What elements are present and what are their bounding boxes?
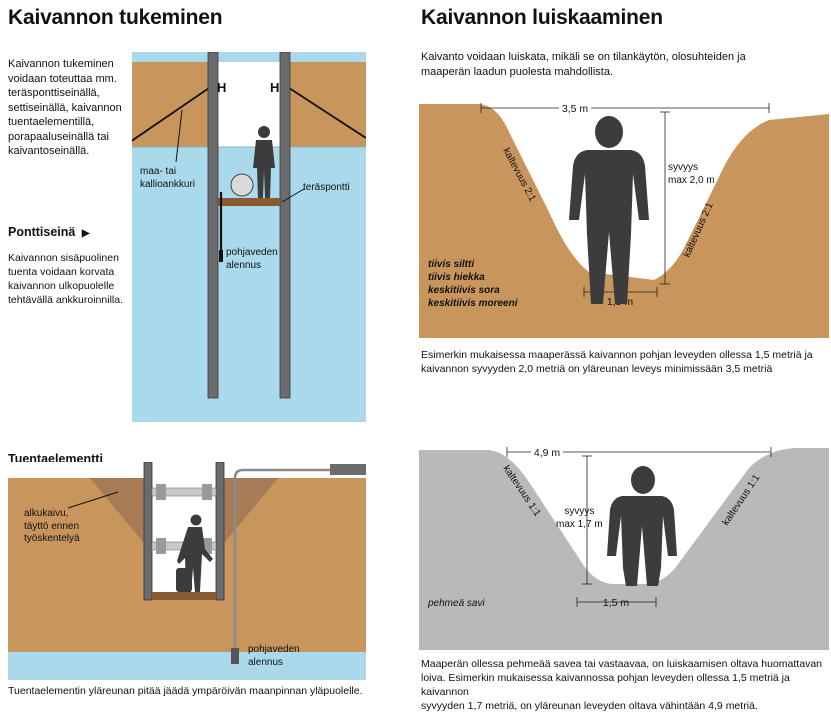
sheet-pile-label: teräspontti: [303, 182, 350, 193]
upper-strut: [151, 487, 217, 497]
cable-drum-icon: [230, 173, 254, 197]
pontti-line: kaivannon ulkopuolelle: [8, 280, 115, 292]
depth-label: syvyys max 1,7 m: [556, 506, 603, 531]
pontti-line: tehtävällä ankkuroinnilla.: [8, 294, 123, 306]
pre-excavation-left: [90, 478, 148, 548]
soil-type: keskitiivis moreeni: [428, 298, 518, 309]
left-anchor: [132, 85, 213, 142]
intro-line: settiseinällä, kaivannon: [8, 101, 122, 114]
right-caption-2: Maaperän ollessa pehmeää savea tai vasta…: [421, 657, 826, 713]
caption-line: syvyyden 1,7 metriä, on yläreunan leveyd…: [421, 700, 758, 712]
caption-line: loiva. Esimerkin mukaisessa kaivannossa …: [421, 672, 790, 698]
caption-line: kaivannon syvyyden 2,0 metriä on yläreun…: [421, 363, 773, 375]
sheet-pile-diagram: H H: [132, 52, 366, 422]
label-line: max 1,7 m: [556, 518, 603, 530]
top-width-label: 3,5 m: [562, 103, 589, 115]
pontti-text: Kaivannon sisäpuolinen tuenta voidaan ko…: [8, 251, 136, 307]
intro-line: Kaivannon tukeminen: [8, 58, 114, 70]
label-line: kallioankkuri: [140, 178, 196, 190]
soil-profile: [419, 104, 829, 338]
right-anchor: [285, 85, 366, 139]
left-caption: Tuentaelementin yläreunan pitää jäädä ym…: [8, 685, 363, 697]
left-panel: [143, 462, 153, 601]
label-line: max 2,0 m: [668, 174, 715, 186]
top-width-label: 4,9 m: [534, 447, 561, 459]
pontti-line: Kaivannon sisäpuolinen: [8, 252, 119, 264]
arrow-right-icon: ▶: [81, 228, 90, 239]
water-lowering-label: pohjaveden alennus: [226, 247, 278, 272]
label-line: syvyys: [564, 506, 595, 517]
depth-label: syvyys max 2,0 m: [668, 162, 715, 187]
anchor-label: maa- tai kallioankkuri: [140, 166, 195, 191]
label-line: syvyys: [668, 162, 698, 173]
label-line: työskentelyä: [24, 533, 80, 544]
soil-type: pehmeä savi: [428, 598, 485, 609]
h-mark-right: H: [270, 80, 279, 95]
water-lowering-label: pohjaveden alennus: [248, 644, 300, 669]
pontti-heading: Ponttiseinä ▶: [8, 225, 90, 239]
trench-bottom: [152, 592, 216, 600]
soil-type: tiivis siltti: [428, 259, 475, 270]
person-silhouette: [569, 116, 649, 304]
right-caption-1: Esimerkin mukaisessa maaperässä kaivanno…: [421, 348, 826, 376]
intro-line: maaperän laadun puolesta mahdollista.: [421, 65, 614, 78]
label-line: alkukaivu,: [24, 508, 69, 519]
label-line: maa- tai: [140, 166, 177, 177]
caption-line: Maaperän ollessa pehmeää savea tai vasta…: [421, 658, 822, 670]
left-sheet-pile: [207, 52, 219, 399]
bottom-width-label: 1,5 m: [603, 597, 630, 609]
worker-figure: [176, 514, 213, 592]
caption-line: Esimerkin mukaisessa maaperässä kaivanno…: [421, 349, 813, 361]
intro-line: voidaan toteuttaa mm.: [8, 72, 117, 85]
slope-1-1-diagram: 4,9 m 1,5 m kaltevuus 1:1 kaltevuus 1:1: [419, 445, 829, 650]
soil-types: tiivis siltti tiivis hiekka keskitiivis …: [428, 258, 518, 310]
pre-excavation-label: alkukaivu, täyttö ennen työskentelyä: [24, 508, 80, 546]
person-silhouette: [607, 466, 677, 586]
trench-box-diagram: [8, 462, 366, 680]
label-line: pohjaveden: [226, 247, 278, 258]
intro-line: porapaaluseinällä tai: [8, 130, 109, 143]
pontti-line: tuenta voidaan korvata: [8, 266, 115, 278]
excavation-space: [216, 62, 282, 147]
right-sheet-pile: [279, 52, 291, 399]
left-title: Kaivannon tukeminen: [8, 6, 223, 29]
h-mark-left: H: [217, 80, 226, 95]
work-platform: [218, 198, 280, 206]
soil-type: tiivis hiekka: [428, 272, 485, 283]
label-line: alennus: [226, 259, 262, 271]
pontti-heading-text: Ponttiseinä: [8, 225, 76, 239]
right-title: Kaivannon luiskaaminen: [421, 6, 663, 29]
right-panel: [215, 462, 225, 601]
worker-figure: [253, 126, 275, 198]
label-line: alennus: [248, 656, 284, 668]
well-screen: [231, 648, 239, 664]
groundwater-area: [8, 652, 366, 680]
label-line: täyttö ennen: [24, 520, 80, 532]
drainage-pipe: [233, 468, 338, 658]
intro-line: kaivantoseinällä.: [8, 145, 90, 157]
clay-profile: [419, 448, 829, 650]
intro-line: Kaivanto voidaan luiskata, mikäli se on …: [421, 51, 746, 63]
right-intro: Kaivanto voidaan luiskata, mikäli se on …: [421, 50, 821, 79]
intro-line: tuentaelementillä,: [8, 116, 95, 128]
intro-line: teräsponttiseinällä,: [8, 87, 100, 99]
pump-unit: [330, 464, 366, 475]
soil-type: keskitiivis sora: [428, 285, 500, 296]
left-intro: Kaivannon tukeminen voidaan toteuttaa mm…: [8, 57, 133, 159]
label-line: pohjaveden: [248, 644, 300, 655]
slope-2-1-diagram: 3,5 m 1,5 m kaltevuus 2:1 kaltevuus 2:1: [419, 101, 829, 338]
